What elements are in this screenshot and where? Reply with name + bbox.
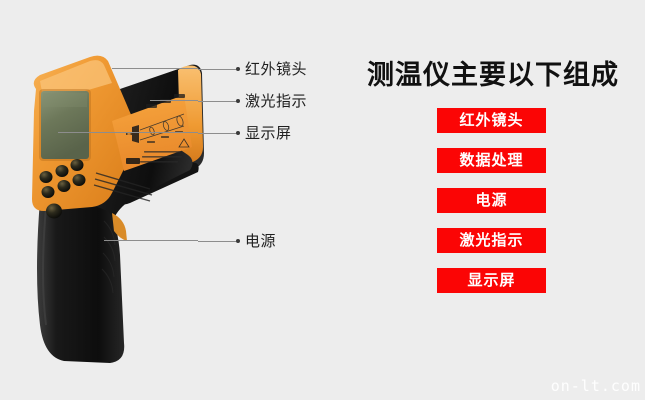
component-box-data-processing[interactable]: 数据处理 — [437, 148, 546, 173]
callout-dot — [236, 99, 240, 103]
callout-label-power-supply: 电源 — [245, 232, 277, 250]
page-title: 测温仪主要以下组成 — [367, 60, 619, 91]
callout-dot — [236, 131, 240, 135]
device-grip — [37, 193, 125, 363]
callout-leader-laser-indicator — [150, 100, 198, 101]
callout-dot — [236, 67, 240, 71]
callout-leader-infrared-lens — [112, 68, 198, 69]
callout-line — [198, 241, 236, 242]
device-trigger — [112, 213, 127, 241]
device-keypad — [39, 159, 86, 219]
watermark: on-lt.com — [550, 377, 641, 395]
callout-label-infrared-lens: 红外镜头 — [245, 60, 308, 78]
thermometer-gun-illustration — [0, 25, 225, 370]
component-box-display-screen[interactable]: 显示屏 — [437, 268, 546, 293]
component-box-laser-indicator[interactable]: 激光指示 — [437, 228, 546, 253]
component-box-power-supply[interactable]: 电源 — [437, 188, 546, 213]
device-spec-label — [112, 94, 192, 171]
callout-line — [198, 69, 236, 70]
callout-line — [198, 133, 236, 134]
component-box-infrared-lens[interactable]: 红外镜头 — [437, 108, 546, 133]
callout-leader-power-supply — [104, 240, 198, 241]
components-panel: 测温仪主要以下组成 红外镜头 数据处理 电源 激光指示 显示屏 — [330, 40, 645, 310]
callout-leader-display-screen — [58, 132, 198, 133]
grip-ridges — [101, 220, 116, 294]
device-lcd-screen — [41, 91, 89, 159]
device-vent-grooves — [93, 172, 153, 202]
callout-dot — [236, 239, 240, 243]
callout-label-laser-indicator: 激光指示 — [245, 92, 308, 110]
callout-line — [198, 101, 236, 102]
callout-label-display-screen: 显示屏 — [245, 124, 292, 142]
